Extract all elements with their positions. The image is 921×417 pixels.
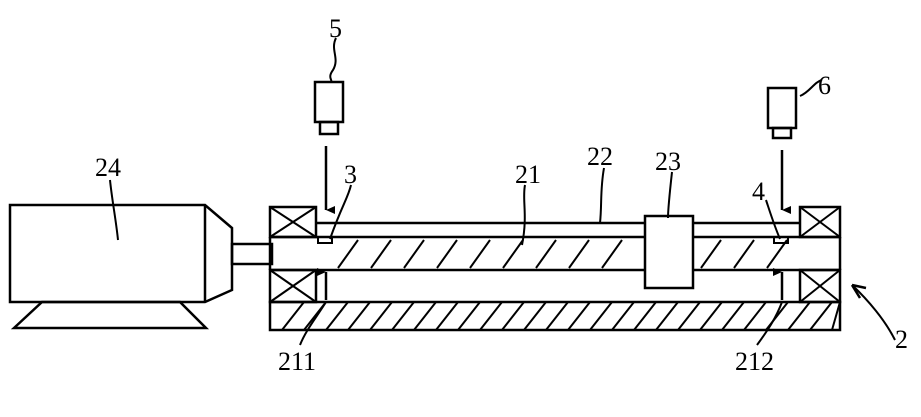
label-4: 4 (752, 177, 765, 206)
thread-line (568, 239, 590, 269)
label-23: 23 (655, 147, 681, 176)
label-2: 2 (895, 325, 908, 354)
left-bearing (268, 205, 318, 304)
thread-line (766, 239, 788, 269)
hatch-line (501, 301, 525, 331)
thread-line (469, 239, 491, 269)
hatch-line (721, 301, 745, 331)
hatch-line (655, 301, 679, 331)
thread-line (502, 239, 524, 269)
hatch-line (567, 301, 591, 331)
hatch-line (611, 301, 635, 331)
hatch-line (369, 301, 393, 331)
label-6: 6 (818, 71, 831, 100)
thread-line (370, 239, 392, 269)
right-sensor (766, 86, 798, 214)
hatch-line (479, 301, 503, 331)
hatch-line (633, 301, 657, 331)
hatch-line (435, 301, 459, 331)
thread-line (601, 239, 623, 269)
hatch-line (545, 301, 569, 331)
thread-line (700, 239, 722, 269)
thread-line (337, 239, 359, 269)
thread-line (436, 239, 458, 269)
right-bearing (798, 205, 842, 304)
label-24: 24 (95, 153, 121, 182)
hatch-line (457, 301, 481, 331)
thread-line (403, 239, 425, 269)
hatch-line (281, 301, 305, 331)
motor (8, 203, 274, 330)
hatch-line (413, 301, 437, 331)
hatch-line (787, 301, 811, 331)
base-plate (268, 300, 842, 332)
hatch-line (831, 301, 841, 331)
leader-lines (109, 37, 896, 346)
right-mark (773, 236, 789, 244)
hatch-line (743, 301, 767, 331)
hatch-line (677, 301, 701, 331)
slider (643, 214, 695, 290)
left-mark (317, 236, 333, 244)
label-22: 22 (587, 142, 613, 171)
label-212: 212 (735, 347, 774, 376)
hatch-line (699, 301, 723, 331)
hatch-line (809, 301, 833, 331)
label-21: 21 (515, 160, 541, 189)
hatch-line (347, 301, 371, 331)
thread-line (733, 239, 755, 269)
thread-line (535, 239, 557, 269)
hatch-line (325, 301, 349, 331)
screw-rod (270, 235, 840, 272)
label-211: 211 (278, 347, 316, 376)
hatch-line (391, 301, 415, 331)
left-sensor (313, 80, 345, 214)
hatch-line (589, 301, 613, 331)
label-5: 5 (329, 14, 342, 43)
hatch-line (523, 301, 547, 331)
label-3: 3 (344, 160, 357, 189)
